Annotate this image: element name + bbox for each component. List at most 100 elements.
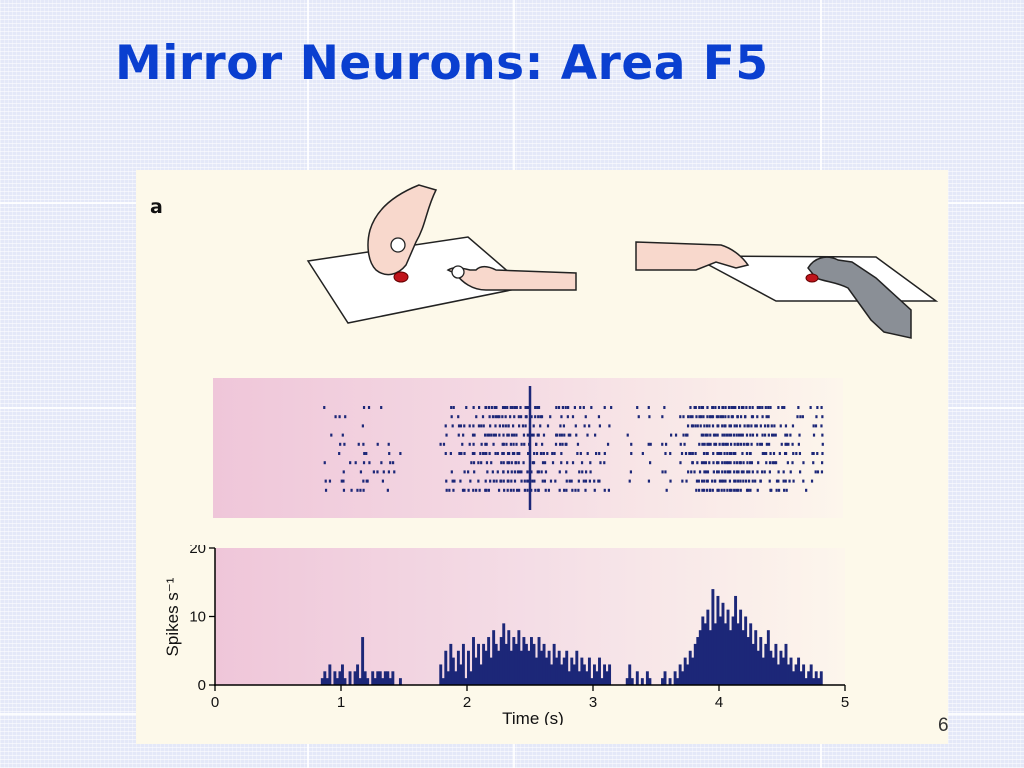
x-tick-label: 1 bbox=[337, 694, 345, 711]
raster-spike bbox=[584, 479, 588, 483]
raster-spike bbox=[485, 488, 488, 492]
raster-spike bbox=[728, 452, 732, 455]
histogram-bar bbox=[703, 623, 707, 685]
raster-spike bbox=[774, 461, 778, 465]
raster-spike bbox=[502, 470, 505, 474]
raster-spike bbox=[492, 479, 495, 483]
raster-spike bbox=[523, 479, 526, 483]
raster-spike bbox=[571, 488, 574, 492]
raster-spike bbox=[732, 406, 735, 409]
raster-spike bbox=[517, 488, 521, 492]
raster-spike bbox=[742, 461, 745, 465]
raster-spike bbox=[460, 452, 463, 455]
histogram-bar bbox=[391, 671, 395, 685]
raster-spike bbox=[740, 433, 743, 437]
raster-spike bbox=[513, 479, 517, 483]
histogram-bar bbox=[779, 650, 783, 685]
raster-spike bbox=[452, 406, 455, 409]
raster-spike bbox=[700, 433, 703, 437]
raster-spike bbox=[695, 479, 699, 483]
histogram-bar bbox=[527, 650, 531, 685]
raster-spike bbox=[791, 442, 794, 446]
raster-spike bbox=[756, 442, 759, 446]
raster-spike bbox=[701, 488, 704, 492]
raster-spike bbox=[754, 479, 757, 483]
histogram-bar bbox=[630, 678, 634, 685]
raster-spike bbox=[547, 488, 550, 492]
raster-spike bbox=[706, 470, 710, 474]
histogram-bar bbox=[726, 609, 730, 685]
raster-spike bbox=[564, 406, 567, 409]
raster-spike bbox=[582, 406, 585, 409]
histogram-bar bbox=[509, 650, 513, 685]
raster-spike bbox=[482, 424, 485, 428]
histogram-bar bbox=[721, 602, 725, 685]
raster-spike bbox=[342, 470, 345, 474]
raster-spike bbox=[487, 406, 491, 409]
histogram-bar bbox=[325, 678, 329, 685]
histogram-bar bbox=[706, 609, 710, 685]
raster-spike bbox=[730, 488, 733, 492]
raster-spike bbox=[718, 479, 722, 483]
raster-spike bbox=[781, 406, 784, 409]
raster-spike bbox=[725, 433, 729, 437]
y-tick-label: 10 bbox=[189, 609, 206, 626]
raster-spike bbox=[565, 470, 568, 474]
raster-spike bbox=[497, 488, 501, 492]
raster-spike bbox=[527, 452, 530, 455]
raster-spike bbox=[563, 488, 566, 492]
histogram-bar bbox=[530, 637, 533, 685]
raster-spike bbox=[577, 488, 580, 492]
raster-spike bbox=[523, 442, 526, 446]
raster-spike bbox=[661, 442, 664, 446]
histogram-bar bbox=[363, 671, 367, 685]
histogram-bar bbox=[701, 616, 705, 685]
histogram-bar bbox=[739, 609, 743, 685]
raster-spike bbox=[589, 461, 592, 465]
histogram-bar bbox=[562, 657, 566, 685]
raster-spike bbox=[558, 488, 561, 492]
raster-spike bbox=[523, 488, 526, 492]
histogram-bar bbox=[545, 657, 549, 685]
raster-spike bbox=[688, 452, 691, 455]
histogram-bar bbox=[580, 657, 584, 685]
raster-spike bbox=[496, 415, 499, 419]
raster-spike bbox=[681, 479, 684, 483]
raster-spike bbox=[573, 406, 576, 409]
raster-spike bbox=[721, 424, 724, 428]
raster-spike bbox=[462, 433, 465, 437]
raster-spike bbox=[741, 452, 744, 455]
raster-spike bbox=[450, 406, 453, 409]
raster-spike bbox=[540, 415, 544, 419]
raster-spike bbox=[472, 442, 475, 446]
histogram-bar bbox=[373, 678, 377, 685]
raster-spike bbox=[777, 406, 780, 409]
raster-spike bbox=[767, 406, 770, 409]
raster-spike bbox=[732, 452, 735, 455]
raster-spike bbox=[714, 479, 717, 483]
raster-spike bbox=[463, 452, 466, 455]
raster-spike bbox=[518, 452, 521, 455]
raster-spike bbox=[506, 488, 509, 492]
raster-spike bbox=[517, 415, 520, 419]
histogram-bar bbox=[673, 671, 677, 685]
raster-spike bbox=[811, 452, 814, 455]
raster-spike bbox=[527, 479, 530, 483]
raster-spike bbox=[714, 433, 717, 437]
raster-spike bbox=[511, 452, 515, 455]
raster-spike bbox=[706, 415, 709, 419]
raster-spike bbox=[463, 424, 466, 428]
histogram-bar bbox=[681, 671, 685, 685]
raster-spike bbox=[566, 461, 569, 465]
raster-spike bbox=[669, 479, 672, 483]
raster-spike bbox=[821, 461, 824, 465]
raster-spike bbox=[745, 452, 749, 455]
raster-spike bbox=[727, 461, 730, 465]
raster-spike bbox=[603, 406, 606, 409]
raster-spike bbox=[501, 452, 504, 455]
raster-spike bbox=[515, 442, 518, 446]
histogram-bar bbox=[724, 623, 727, 685]
raster-spike bbox=[647, 479, 651, 483]
raster-spike bbox=[515, 406, 518, 409]
raster-spike bbox=[773, 424, 776, 428]
